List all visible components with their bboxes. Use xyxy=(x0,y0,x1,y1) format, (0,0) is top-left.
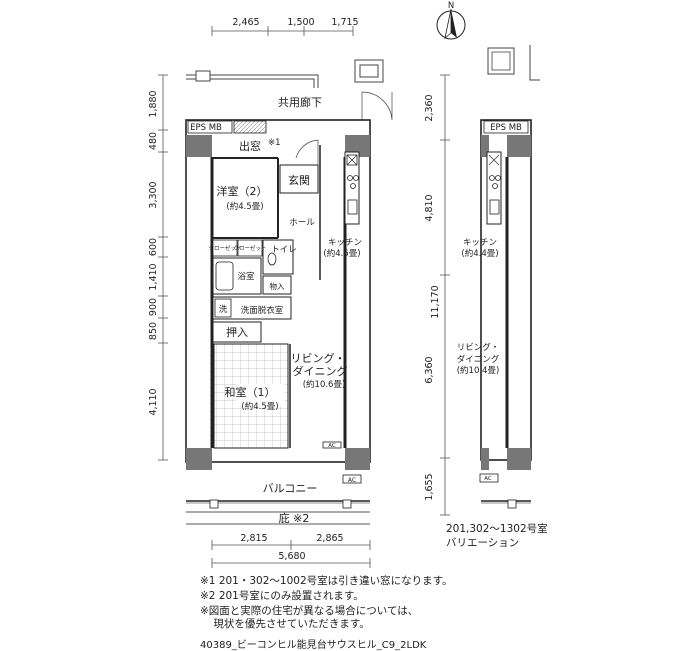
genkan-label: 玄関 xyxy=(288,173,310,187)
ac-indoor-label: AC xyxy=(328,443,336,449)
dim-bottom-1: 2,815 xyxy=(240,533,267,544)
closet-a-label: クローゼット xyxy=(208,244,241,252)
kitchen-name: キッチン xyxy=(328,238,362,248)
variation-label-line-2: バリエーション xyxy=(446,537,520,549)
dim-right-2: 4,810 xyxy=(424,194,435,221)
closet-a xyxy=(212,239,238,257)
washing-machine-box xyxy=(214,298,232,318)
left-dimension-labels: 1,880 480 3,300 600 1,410 900 850 4,110 xyxy=(148,90,159,415)
dim-left-6: 900 xyxy=(148,298,159,316)
dim-left-4: 600 xyxy=(148,238,159,256)
demado-note: ※1 xyxy=(268,138,281,148)
oshiire-label: 押入 xyxy=(226,325,248,339)
variation-eps-mb-label: EPS MB xyxy=(490,123,522,133)
dim-left-5: 1,410 xyxy=(148,263,159,290)
corridor-outline xyxy=(186,59,393,121)
entrance-door-icon xyxy=(295,139,319,165)
washroom xyxy=(212,296,292,320)
variation-kitchen-size: (約4.4畳) xyxy=(461,248,498,259)
dressing-label: 洗面脱衣室 xyxy=(241,305,284,316)
dim-right-5: 1,655 xyxy=(424,473,435,500)
variation-living-name-2: ダイニング xyxy=(457,354,500,365)
right-dimension-line xyxy=(440,74,450,516)
dim-top-3: 1,715 xyxy=(331,17,358,28)
oshiire-box xyxy=(212,321,262,343)
living-name-2: ダイニング xyxy=(293,364,348,378)
closet-b-label: クローゼット xyxy=(233,244,266,252)
dim-right-1: 2,360 xyxy=(424,94,435,121)
ac-unit-outdoor xyxy=(342,474,362,484)
note-3: ※図面と実際の住宅が異なる場合については、 xyxy=(200,605,419,617)
storage-box xyxy=(262,275,292,295)
meter-box xyxy=(233,120,267,134)
note-4: 現状を優先させていただきます。 xyxy=(200,618,370,630)
north-compass-icon: N xyxy=(436,1,466,40)
eps-mb-label: EPS MB xyxy=(190,123,222,133)
dim-bottom-total: 5,680 xyxy=(278,551,305,562)
bathtub-icon xyxy=(215,261,234,291)
right-dimension-labels: 2,360 4,810 11,170 6,360 1,655 xyxy=(424,94,441,500)
note-1: ※1 201・302～1002号室は引き違い窓になります。 xyxy=(200,575,453,587)
bottom-dimension-line xyxy=(211,540,371,568)
plan-caption: 40389_ビーコンヒル能見台サウスヒル_C9_2LDK xyxy=(200,640,427,651)
variation-label-line-1: 201,302～1302号室 xyxy=(446,523,548,535)
variation-label: 201,302～1302号室 バリエーション xyxy=(446,522,548,550)
wash-label: 洗 xyxy=(219,304,228,315)
note-2: ※2 201号室にのみ設置されます。 xyxy=(200,590,364,602)
dim-left-2: 480 xyxy=(148,132,159,150)
youshitsu-size: (約4.5畳) xyxy=(226,201,263,212)
eps-mb-box xyxy=(187,120,233,134)
variation-plan xyxy=(479,45,540,509)
kitchen-size: (約4.5畳) xyxy=(323,248,360,259)
variation-kitchen-name: キッチン xyxy=(463,238,497,248)
toilet-icon xyxy=(267,252,277,266)
closet-b xyxy=(237,239,263,257)
dim-right-4: 6,360 xyxy=(424,356,435,383)
youshitsu-name: 洋室（2） xyxy=(217,184,268,198)
top-dimension-line xyxy=(211,26,354,36)
variation-ac-label: AC xyxy=(484,476,492,482)
balcony-drain-icon-2 xyxy=(342,499,352,509)
hall-label: ホール xyxy=(289,218,315,228)
corridor-label: 共用廊下 xyxy=(278,95,322,109)
dim-left-3: 3,300 xyxy=(148,181,159,208)
dim-left-1: 1,880 xyxy=(148,90,159,117)
variation-living-size: (約10.4畳) xyxy=(457,365,500,376)
toilet-label: トイレ xyxy=(271,245,297,255)
eaves-label: 庇 ※2 xyxy=(279,511,310,525)
storage-label: 物入 xyxy=(270,281,285,291)
variation-living-name-1: リビング・ xyxy=(457,342,500,353)
dim-top-1: 2,465 xyxy=(232,17,259,28)
left-dimension-line xyxy=(158,74,168,461)
washitsu-name: 和室（1） xyxy=(225,385,276,399)
genkan-area xyxy=(279,164,319,194)
balcony-label: バルコニー xyxy=(263,482,318,495)
balcony-drain-icon xyxy=(209,499,219,509)
stove-icon xyxy=(347,175,359,189)
living-name-1: リビング・ xyxy=(291,351,346,365)
toilet-room xyxy=(262,239,294,275)
bath-room xyxy=(212,257,262,295)
washitsu-size: (約4.5畳) xyxy=(241,401,278,412)
living-size: (約10.6畳) xyxy=(303,379,346,390)
fridge-icon xyxy=(346,154,358,166)
ac-unit-indoor xyxy=(322,441,342,449)
washitsu-label-bg xyxy=(236,384,284,406)
bath-label: 浴室 xyxy=(237,271,255,282)
dim-left-7: 850 xyxy=(148,322,159,340)
dim-left-8: 4,110 xyxy=(148,388,159,415)
ac-outdoor-label: AC xyxy=(348,477,356,484)
sink-icon xyxy=(347,199,358,215)
compass-label: N xyxy=(448,1,454,11)
demado-label: 出窓 xyxy=(239,139,261,153)
dim-top-2: 1,500 xyxy=(287,17,314,28)
dim-bottom-2: 2,865 xyxy=(316,533,343,544)
dim-right-3: 11,170 xyxy=(430,285,441,318)
